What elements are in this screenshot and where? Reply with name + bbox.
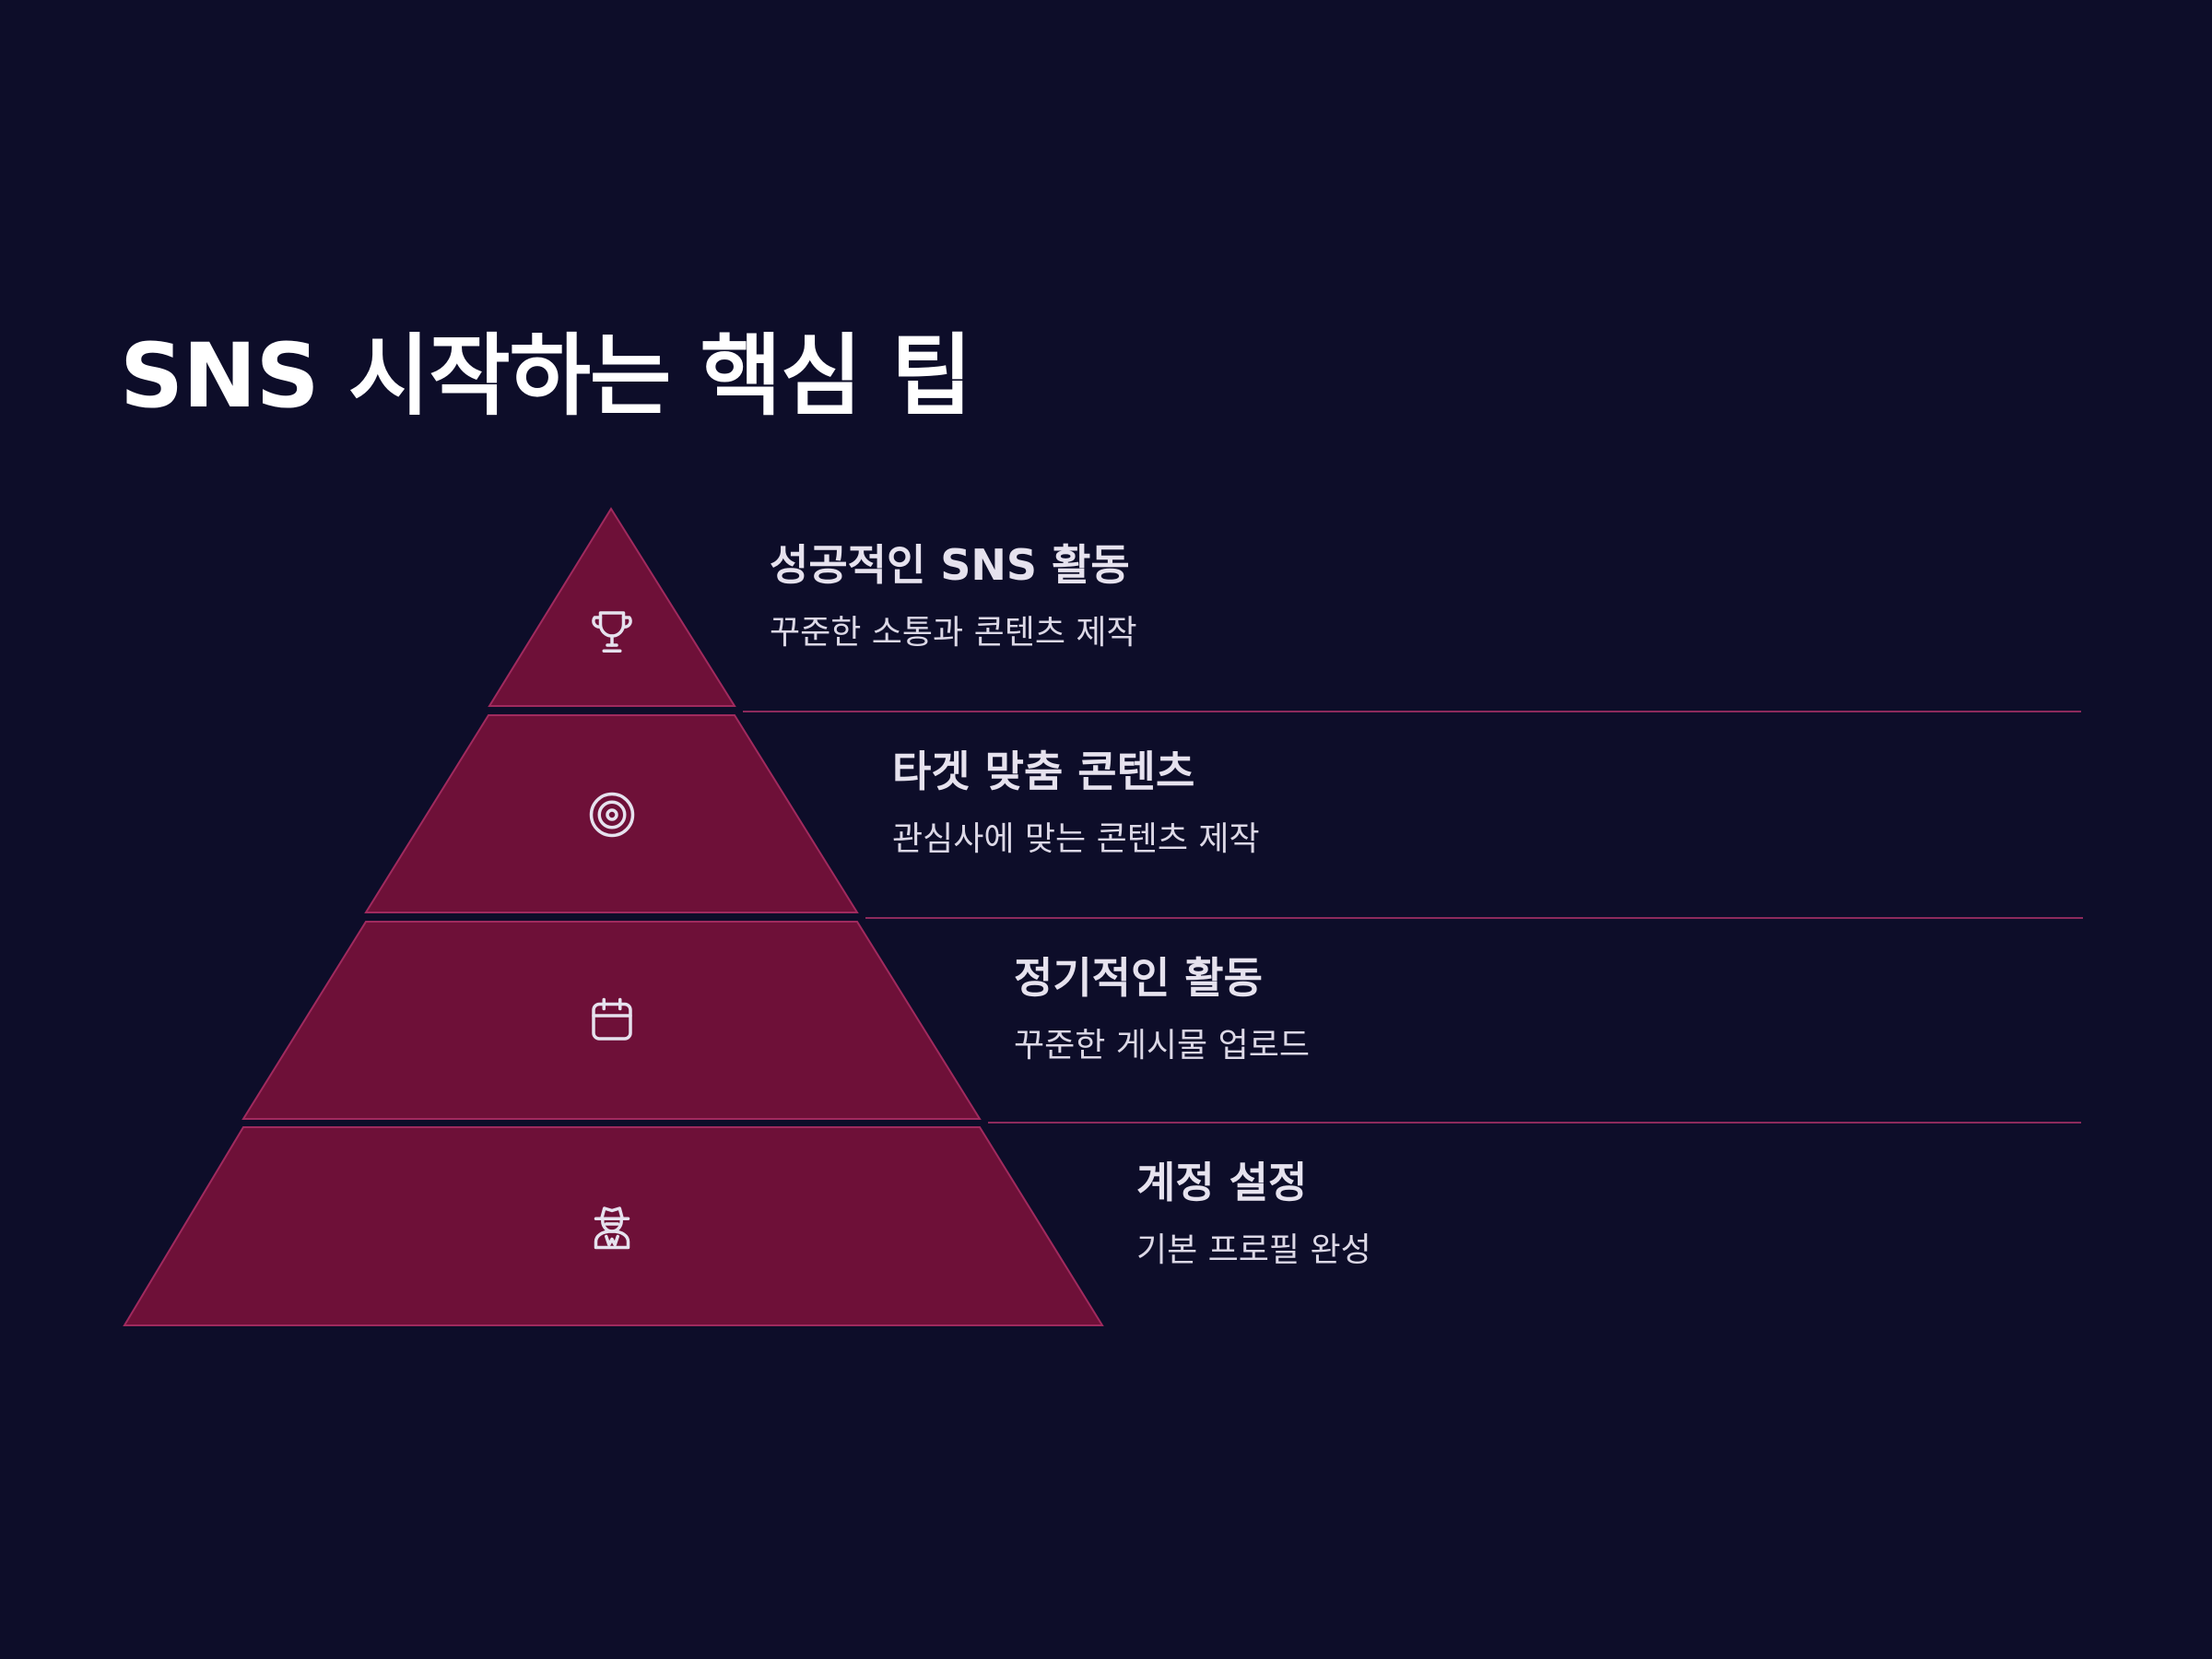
pyramid-tier-1 (488, 507, 736, 707)
tier-2-text: 타겟 맞춤 콘텐츠 관심사에 맞는 콘텐츠 제작 (892, 747, 1260, 859)
trophy-icon (584, 604, 640, 659)
tier-3-heading: 정기적인 활동 (1014, 953, 1263, 1003)
tier-1-text: 성공적인 SNS 활동 꾸준한 소통과 콘텐츠 제작 (770, 540, 1137, 653)
tier-4-text: 계정 설정 기본 프로필 완성 (1136, 1158, 1371, 1270)
pyramid-tier-3 (241, 921, 982, 1120)
tier-2-description: 관심사에 맞는 콘텐츠 제작 (892, 820, 1260, 859)
pyramid-tier-4 (123, 1126, 1104, 1326)
tier-2-heading: 타겟 맞춤 콘텐츠 (892, 747, 1195, 796)
tier-3-description: 꾸준한 게시물 업로드 (1014, 1027, 1310, 1065)
target-icon (584, 787, 640, 842)
tier-3-text: 정기적인 활동 꾸준한 게시물 업로드 (1014, 953, 1310, 1065)
tier-1-heading: 성공적인 SNS 활동 (770, 540, 1130, 590)
slide-title: SNS 시작하는 핵심 팁 (120, 324, 972, 428)
tier-1-description: 꾸준한 소통과 콘텐츠 제작 (770, 614, 1137, 653)
calendar-icon (584, 993, 640, 1048)
incognito-icon (584, 1199, 640, 1254)
tier-4-heading: 계정 설정 (1136, 1158, 1308, 1207)
tier-4-description: 기본 프로필 완성 (1136, 1231, 1371, 1270)
pyramid-tier-2 (364, 714, 859, 913)
